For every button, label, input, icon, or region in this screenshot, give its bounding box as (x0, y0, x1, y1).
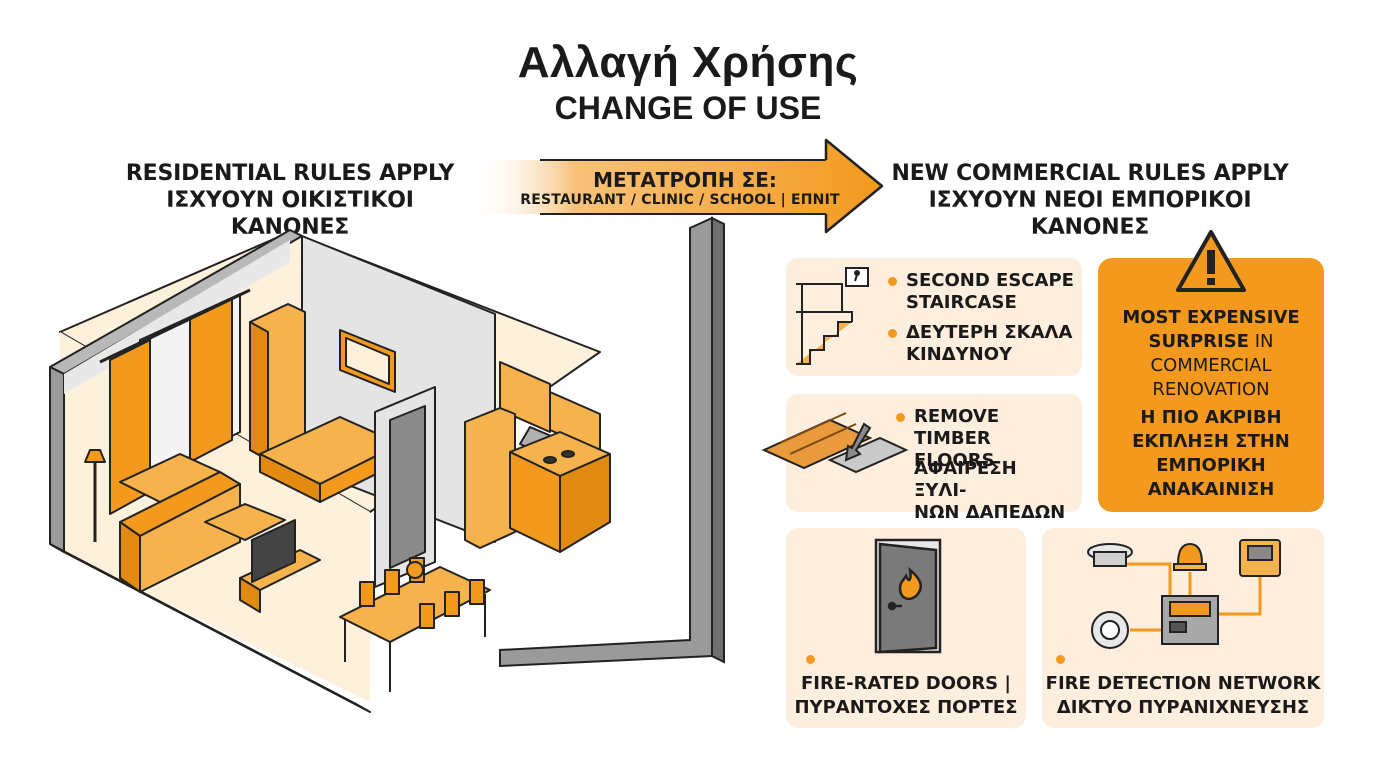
escape-gr: ΔΕΥΤΕΡΗ ΣΚΑΛΑ ΚΙΝΔΥΝΟΥ (888, 322, 1076, 366)
warning-gr-1: Η ΠΙΟ ΑΚΡΙΒΗ (1140, 407, 1282, 428)
timber-en: REMOVE TIMBER FLOORS (896, 406, 1074, 472)
warning-gr-4: ΑΝΑΚΑΙΝΙΣΗ (1147, 479, 1275, 500)
fire-door-icon (874, 538, 942, 654)
timber-en-line1: REMOVE TIMBER (914, 406, 1000, 449)
card-most-expensive-surprise (1098, 258, 1324, 512)
timber-gr-line2: ΝΩΝ ΔΑΠΕΔΩΝ (914, 502, 1066, 523)
arrow-targets: RESTAURANT / CLINIC / SCHOOL | ΕΠΝΙΤ (520, 192, 840, 208)
commercial-rules-en: NEW COMMERCIAL RULES APPLY (891, 161, 1289, 186)
timber-en-line2: FLOORS (914, 450, 995, 471)
page-title-greek: Αλλαγή Χρήσης (517, 38, 859, 87)
warning-en-2b: IN (1248, 331, 1274, 352)
warning-en-2: SURPRISE IN (1098, 330, 1324, 354)
apartment-illustration (49, 229, 611, 713)
commercial-rules-header: NEW COMMERCIAL RULES APPLY ΙΣΧΥΟΥΝ ΝΕΟΙ … (890, 160, 1290, 241)
page-title-english: CHANGE OF USE (554, 90, 822, 126)
card-escape-staircase (786, 258, 1082, 376)
escape-gr-line2: ΚΙΝΔΥΝΟΥ (906, 344, 1013, 365)
timber-gr: ΑΦΑΙΡΕΣΗ ΞΥΛΙ- ΝΩΝ ΔΑΠΕΔΩΝ (914, 458, 1074, 524)
fire-detection-caption: FIRE DETECTION NETWORK ΔΙΚΤΥΟ ΠΥΡΑΝΙΧΝΕΥ… (1042, 672, 1324, 720)
escape-staircase-icon (796, 267, 869, 365)
fire-detection-line1: FIRE DETECTION NETWORK (1045, 673, 1321, 694)
warning-en-4: RENOVATION (1152, 379, 1270, 400)
interior-door (389, 405, 426, 569)
fridge (464, 407, 516, 549)
escape-en: SECOND ESCAPE STAIRCASE (888, 270, 1076, 314)
warning-en-3: COMMERCIAL (1150, 355, 1272, 376)
arrow-shape (472, 140, 882, 232)
fire-doors-line2: ΠΥΡΑΝΤΟΧΕΣ ΠΟΡΤΕΣ (794, 697, 1018, 718)
timber-gr-line1: ΑΦΑΙΡΕΣΗ ΞΥΛΙ- (914, 458, 1017, 501)
warning-gr-3: ΕΜΠΟΡΙΚΗ (1156, 455, 1266, 476)
commercial-rules-gr: ΙΣΧΥΟΥΝ ΝΕΟΙ ΕΜΠΟΡΙΚΟΙ ΚΑΝΟΝΕΣ (928, 188, 1252, 240)
fire-detection-line2: ΔΙΚΤΥΟ ΠΥΡΑΝΙΧΝΕΥΣΗΣ (1056, 697, 1310, 718)
arrow-label: ΜΕΤΑΤΡΟΠΗ ΣΕ: (593, 168, 777, 192)
curtain-right (189, 297, 233, 463)
warning-gr-2: ΕΚΠΛΗΞΗ ΣΤΗΝ (1132, 431, 1290, 452)
elbow-connector (499, 216, 725, 668)
dining-table (339, 566, 491, 643)
escape-en-line1: SECOND ESCAPE (906, 270, 1074, 291)
timber-floor-icon (761, 412, 909, 474)
escape-en-line2: STAIRCASE (906, 292, 1017, 313)
tv (251, 519, 296, 583)
fire-doors-line1: FIRE-RATED DOORS | (800, 673, 1011, 694)
escape-gr-line1: ΔΕΥΤΕΡΗ ΣΚΑΛΑ (906, 322, 1073, 343)
warning-en-1: MOST EXPENSIVE (1122, 307, 1300, 328)
fire-detection-bullet (1056, 655, 1065, 664)
residential-rules-en: RESIDENTIAL RULES APPLY (125, 161, 455, 186)
warning-triangle-icon (1176, 230, 1246, 292)
fire-doors-caption: FIRE-RATED DOORS | ΠΥΡΑΝΤΟΧΕΣ ΠΟΡΤΕΣ (786, 672, 1026, 720)
fire-alarm-network-icon (1087, 539, 1281, 649)
warning-en-2a: SURPRISE (1148, 331, 1249, 352)
fire-doors-bullet (806, 655, 815, 664)
